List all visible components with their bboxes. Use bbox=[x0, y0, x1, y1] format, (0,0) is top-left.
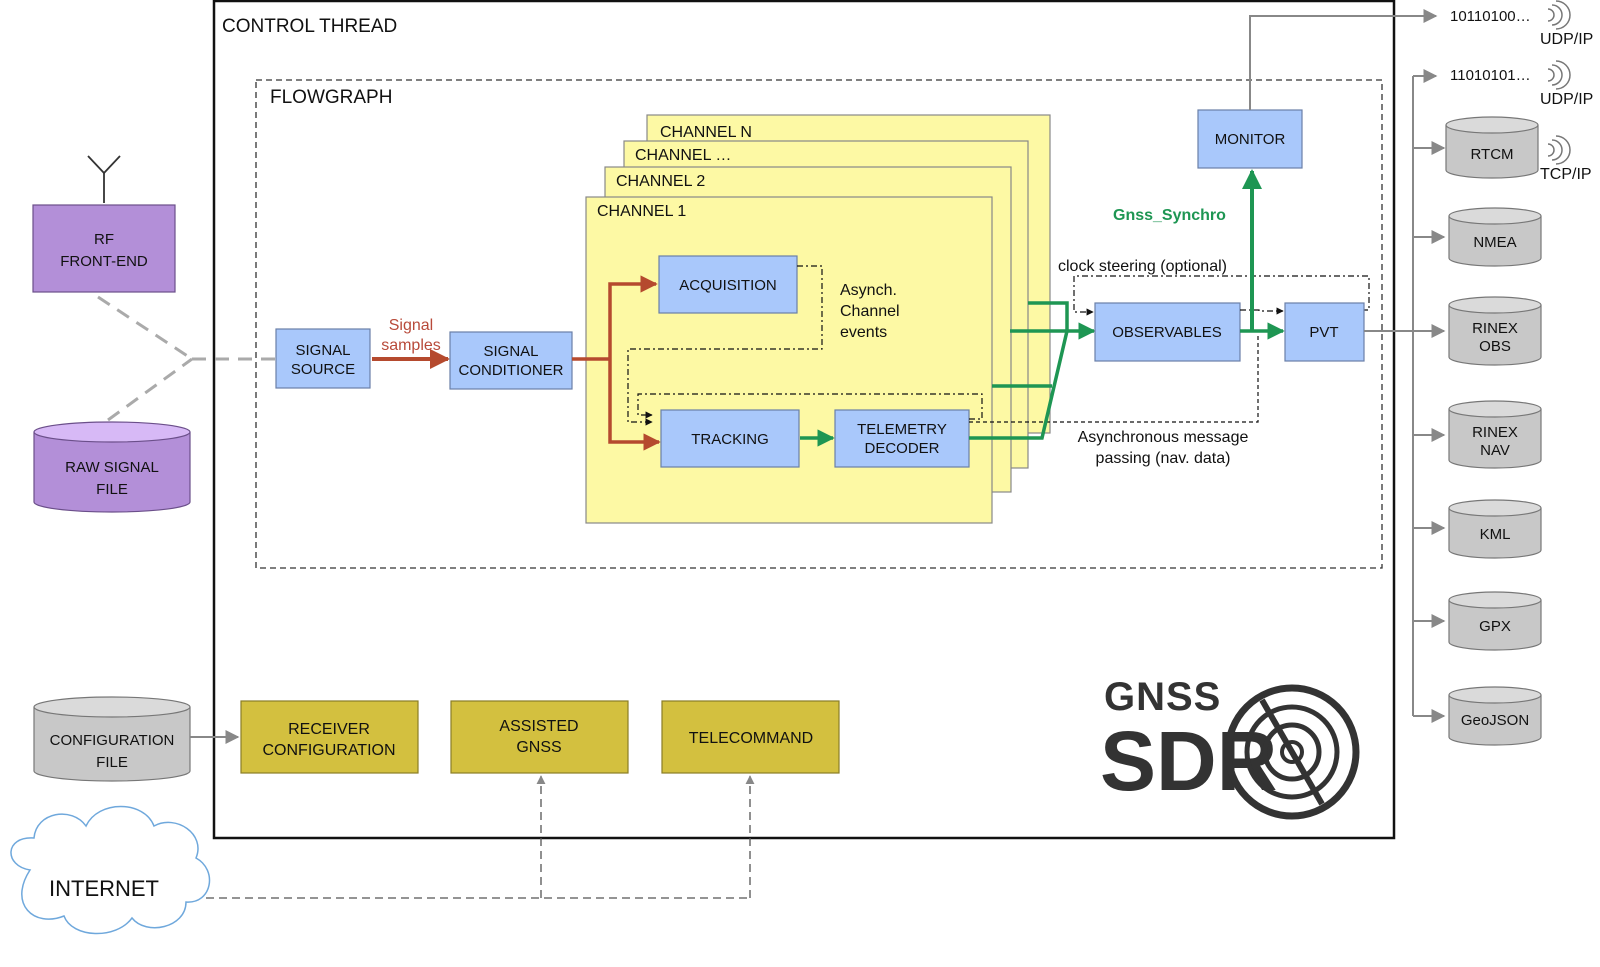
async-message-passing-line bbox=[969, 333, 1259, 423]
rf-front-end-label-2: FRONT-END bbox=[60, 253, 148, 270]
receiver-configuration-block bbox=[240, 700, 419, 774]
raw-signal-file-label-1: RAW SIGNAL bbox=[65, 459, 159, 476]
monitor-block bbox=[1197, 109, 1303, 169]
rinex-obs-label-1: RINEX bbox=[1472, 320, 1518, 337]
rf-front-end-label-1: RF bbox=[94, 231, 114, 248]
assisted-gnss-block bbox=[450, 700, 629, 774]
rinex-nav-label-1: RINEX bbox=[1472, 424, 1518, 441]
conditioner-to-channel-arrows bbox=[572, 275, 661, 451]
pvt-block bbox=[1284, 302, 1365, 362]
kml-cylinder bbox=[1448, 499, 1542, 559]
monitor-output-line bbox=[1249, 9, 1438, 110]
async-channel-events-lines bbox=[627, 265, 983, 426]
wifi-signal-icon bbox=[1547, 135, 1571, 165]
gpx-label: GPX bbox=[1479, 618, 1511, 635]
input-merge-lines bbox=[97, 295, 276, 422]
geojson-label: GeoJSON bbox=[1461, 712, 1529, 729]
acquisition-block bbox=[658, 255, 798, 314]
receiver-configuration-label-1: RECEIVER bbox=[288, 721, 370, 738]
rinex-obs-label-2: OBS bbox=[1479, 338, 1511, 355]
control-thread-box bbox=[212, 0, 1396, 840]
tracking-block bbox=[660, 409, 800, 468]
nmea-label: NMEA bbox=[1473, 234, 1516, 251]
observables-label: OBSERVABLES bbox=[1112, 324, 1222, 341]
rf-front-end-block bbox=[32, 204, 176, 293]
async-channel-events-label-2: Channel bbox=[840, 303, 900, 320]
wifi-signal-icon bbox=[1547, 60, 1571, 90]
flowgraph-box bbox=[255, 79, 1383, 569]
rtcm-cylinder bbox=[1445, 116, 1539, 179]
channel-1-box bbox=[585, 196, 993, 524]
output-bus-arrows bbox=[1413, 69, 1446, 723]
configuration-file-label-1: CONFIGURATION bbox=[50, 732, 175, 749]
gpx-cylinder bbox=[1448, 591, 1542, 651]
channel-n-label: CHANNEL N bbox=[660, 124, 752, 141]
logo-gnss-text: GNSS bbox=[1104, 675, 1221, 719]
udp-stream-2-protocol: UDP/IP bbox=[1540, 91, 1593, 108]
kml-label: KML bbox=[1480, 526, 1511, 543]
signal-samples-label-2: samples bbox=[381, 337, 441, 354]
signal-conditioner-label-2: CONDITIONER bbox=[459, 362, 564, 379]
geojson-cylinder bbox=[1448, 686, 1542, 746]
gnss-sdr-logo: GNSS SDR bbox=[1100, 675, 1360, 820]
clock-steering-lines bbox=[1073, 275, 1370, 316]
signal-samples-label-1: Signal bbox=[389, 317, 433, 334]
internet-label: INTERNET bbox=[49, 876, 159, 901]
internet-connection-lines bbox=[206, 775, 755, 899]
udp-stream-2-bits: 11010101… bbox=[1450, 67, 1531, 84]
signal-source-block bbox=[275, 328, 371, 389]
rinex-nav-label-2: NAV bbox=[1480, 442, 1510, 459]
telemetry-decoder-label-2: DECODER bbox=[864, 440, 939, 457]
configuration-file-label-2: FILE bbox=[96, 754, 128, 771]
raw-signal-file-label-2: FILE bbox=[96, 481, 128, 498]
receiver-configuration-label-2: CONFIGURATION bbox=[262, 742, 395, 759]
async-message-passing-label-2: passing (nav. data) bbox=[1096, 450, 1231, 467]
async-channel-events-label-3: events bbox=[840, 324, 887, 341]
nmea-cylinder bbox=[1448, 207, 1542, 267]
telemetry-decoder-label-1: TELEMETRY bbox=[857, 421, 947, 438]
configuration-file-cylinder bbox=[33, 696, 191, 782]
rtcm-label: RTCM bbox=[1470, 146, 1513, 163]
udp-stream-1-protocol: UDP/IP bbox=[1540, 31, 1593, 48]
udp-stream-1-bits: 10110100… bbox=[1450, 8, 1531, 25]
wifi-signal-icon bbox=[1547, 0, 1571, 30]
channel-outputs-to-observables bbox=[969, 301, 1096, 440]
telemetry-decoder-block bbox=[834, 409, 970, 468]
signal-source-label-2: SOURCE bbox=[291, 361, 355, 378]
pvt-label: PVT bbox=[1309, 324, 1338, 341]
flowgraph-title: FLOWGRAPH bbox=[270, 87, 392, 108]
assisted-gnss-label-1: ASSISTED bbox=[499, 718, 578, 735]
logo-radar-icon bbox=[1224, 684, 1360, 820]
telecommand-label: TELECOMMAND bbox=[689, 730, 813, 747]
gnss-synchro-label: Gnss_Synchro bbox=[1113, 207, 1226, 224]
channel-1-label: CHANNEL 1 bbox=[597, 203, 686, 220]
channel-2-label: CHANNEL 2 bbox=[616, 173, 705, 190]
rtcm-protocol: TCP/IP bbox=[1540, 166, 1592, 183]
observables-block bbox=[1094, 302, 1241, 362]
rinex-obs-cylinder bbox=[1448, 296, 1542, 366]
signal-conditioner-block bbox=[449, 331, 573, 390]
signal-conditioner-label-1: SIGNAL bbox=[483, 343, 538, 360]
monitor-label: MONITOR bbox=[1215, 131, 1286, 148]
async-channel-events-label-1: Asynch. bbox=[840, 282, 897, 299]
logo-sdr-text: SDR bbox=[1100, 714, 1277, 808]
assisted-gnss-label-2: GNSS bbox=[516, 739, 561, 756]
signal-source-label-1: SIGNAL bbox=[295, 342, 350, 359]
tracking-label: TRACKING bbox=[691, 431, 769, 448]
telecommand-block bbox=[661, 700, 840, 774]
control-thread-title: CONTROL THREAD bbox=[222, 16, 397, 37]
channel-ellipsis-label: CHANNEL … bbox=[635, 147, 731, 164]
raw-signal-file-cylinder bbox=[33, 421, 191, 513]
async-message-passing-label-1: Asynchronous message bbox=[1078, 429, 1249, 446]
clock-steering-label: clock steering (optional) bbox=[1058, 258, 1227, 275]
rinex-nav-cylinder bbox=[1448, 400, 1542, 469]
cloud-icon bbox=[10, 805, 211, 935]
acquisition-label: ACQUISITION bbox=[679, 277, 777, 294]
antenna-icon bbox=[87, 155, 121, 203]
